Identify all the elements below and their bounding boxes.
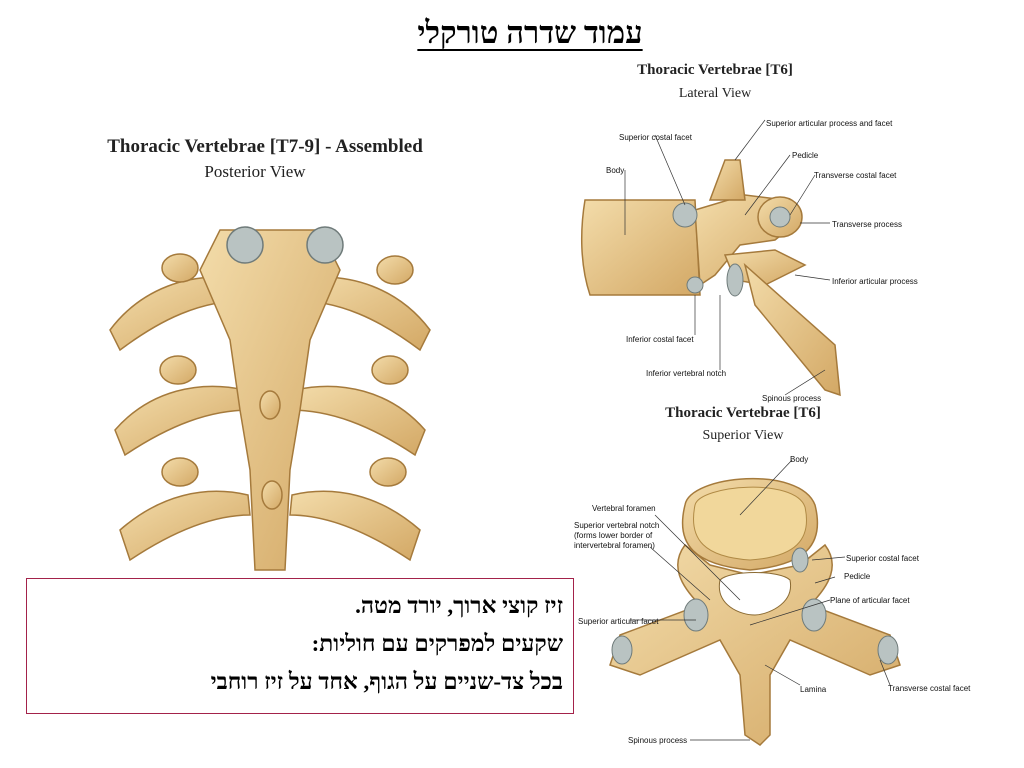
- description-line-3: בכל צד-שניים על הגוף, אחד על זיז רוחבי: [210, 669, 563, 694]
- lateral-label-spinous-process: Spinous process: [762, 394, 822, 403]
- lateral-label-pedicle: Pedicle: [792, 151, 819, 160]
- superior-label-notch-line-1: Superior vertebral notch: [574, 521, 660, 530]
- lateral-figure-subtitle: Lateral View: [678, 86, 752, 101]
- superior-label-spinous-process: Spinous process: [628, 736, 688, 745]
- lateral-label-transverse-costal-facet: Transverse costal facet: [814, 171, 897, 180]
- description-text-box: זיז קוצי ארוך, יורד מטה. שקעים למפרקים ע…: [26, 578, 574, 714]
- superior-label-superior-costal-facet: Superior costal facet: [846, 554, 919, 563]
- superior-label-superior-articular-facet: Superior articular facet: [578, 617, 659, 626]
- description-line-1: זיז קוצי ארוך, יורד מטה.: [355, 593, 563, 618]
- assembled-figure-title: Thoracic Vertebrae [T7-9] - Assembled: [107, 136, 423, 157]
- lateral-label-body: Body: [606, 166, 625, 175]
- lateral-label-superior-articular: Superior articular process and facet: [766, 119, 893, 128]
- lateral-label-superior-costal-facet: Superior costal facet: [619, 133, 692, 142]
- superior-label-pedicle: Pedicle: [844, 572, 871, 581]
- description-line-2: שקעים למפרקים עם חוליות:: [311, 631, 563, 656]
- superior-label-vertebral-foramen: Vertebral foramen: [592, 504, 656, 513]
- superior-label-body: Body: [790, 455, 809, 464]
- superior-label-plane-articular: Plane of articular facet: [830, 596, 910, 605]
- assembled-vertebrae-illustration: [109, 226, 431, 571]
- superior-label-notch-line-2: (forms lower border of: [574, 531, 653, 540]
- superior-vertebra-illustration: [609, 459, 901, 746]
- superior-figure-subtitle: Superior View: [702, 428, 784, 443]
- lateral-figure-title: Thoracic Vertebrae [T6]: [637, 62, 793, 78]
- assembled-figure-subtitle: Posterior View: [204, 162, 306, 181]
- superior-figure-title: Thoracic Vertebrae [T6]: [665, 405, 821, 421]
- lateral-label-inferior-vertebral-notch: Inferior vertebral notch: [646, 369, 727, 378]
- lateral-label-inferior-costal-facet: Inferior costal facet: [626, 335, 694, 344]
- slide-title: עמוד שדרה טורקלי: [417, 15, 643, 50]
- lateral-label-transverse-process: Transverse process: [832, 220, 902, 229]
- lateral-label-inferior-articular: Inferior articular process: [832, 277, 918, 286]
- superior-label-notch-line-3: intervertebral foramen): [574, 541, 655, 550]
- lateral-vertebra-illustration: [580, 119, 841, 397]
- superior-label-lamina: Lamina: [800, 685, 827, 694]
- superior-label-transverse-costal-facet: Transverse costal facet: [888, 684, 971, 693]
